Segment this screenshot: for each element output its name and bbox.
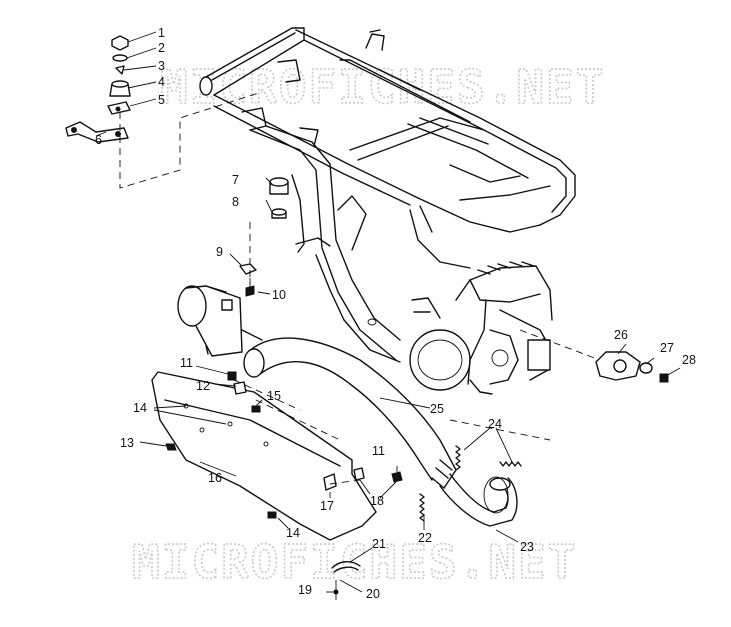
callout-12: 12 [196,379,210,393]
callout-5: 5 [158,93,165,107]
flange-26-27-28 [595,351,669,383]
callout-11-lower: 11 [372,444,385,458]
head-pipe [439,473,518,527]
callout-28: 28 [682,353,696,367]
callout-14-upper: 14 [133,401,147,415]
muffler-assembly [177,285,263,357]
callout-27: 27 [660,341,674,355]
callout-15: 15 [267,389,281,403]
screws-13-14-15 [165,405,277,519]
callout-16: 16 [208,471,222,485]
engine-assembly [409,261,601,395]
callout-23: 23 [520,540,534,554]
exhaust-pipe [243,337,457,489]
callout-14-lower: 14 [286,526,300,540]
callout-26: 26 [614,328,628,342]
callout-18: 18 [370,494,384,508]
callout-11-upper: 11 [180,356,193,370]
callout-4: 4 [158,75,165,89]
callout-7: 7 [232,173,239,187]
callout-13: 13 [120,436,134,450]
callout-6: 6 [95,133,102,147]
callout-8: 8 [232,195,239,209]
heat-shield [151,371,377,541]
callout-1: 1 [158,26,165,40]
reference-lines [119,91,551,485]
callout-labels: 1 2 3 4 5 6 7 8 9 10 11 11 12 13 14 14 1… [95,26,696,601]
watermark-bottom: MICROFICHES.NET [132,535,577,589]
grommet-7-8 [269,177,289,219]
springs-22-24 [419,445,522,522]
callout-25: 25 [430,402,444,416]
callout-2: 2 [158,41,165,55]
bracket-6 [65,121,129,143]
clips-17-18 [323,467,365,491]
mount-stack-1-5 [107,35,131,115]
frame-assembly [199,27,576,363]
leader-lines [95,31,681,593]
callout-20: 20 [366,587,380,601]
callout-19: 19 [298,583,312,597]
callout-3: 3 [158,59,165,73]
callout-21: 21 [372,537,386,551]
callout-24: 24 [488,417,502,431]
callout-17: 17 [320,499,334,513]
callout-10: 10 [272,288,286,302]
callout-9: 9 [216,245,223,259]
callout-22: 22 [418,531,432,545]
hardware-9-10-11-12 [227,263,403,483]
